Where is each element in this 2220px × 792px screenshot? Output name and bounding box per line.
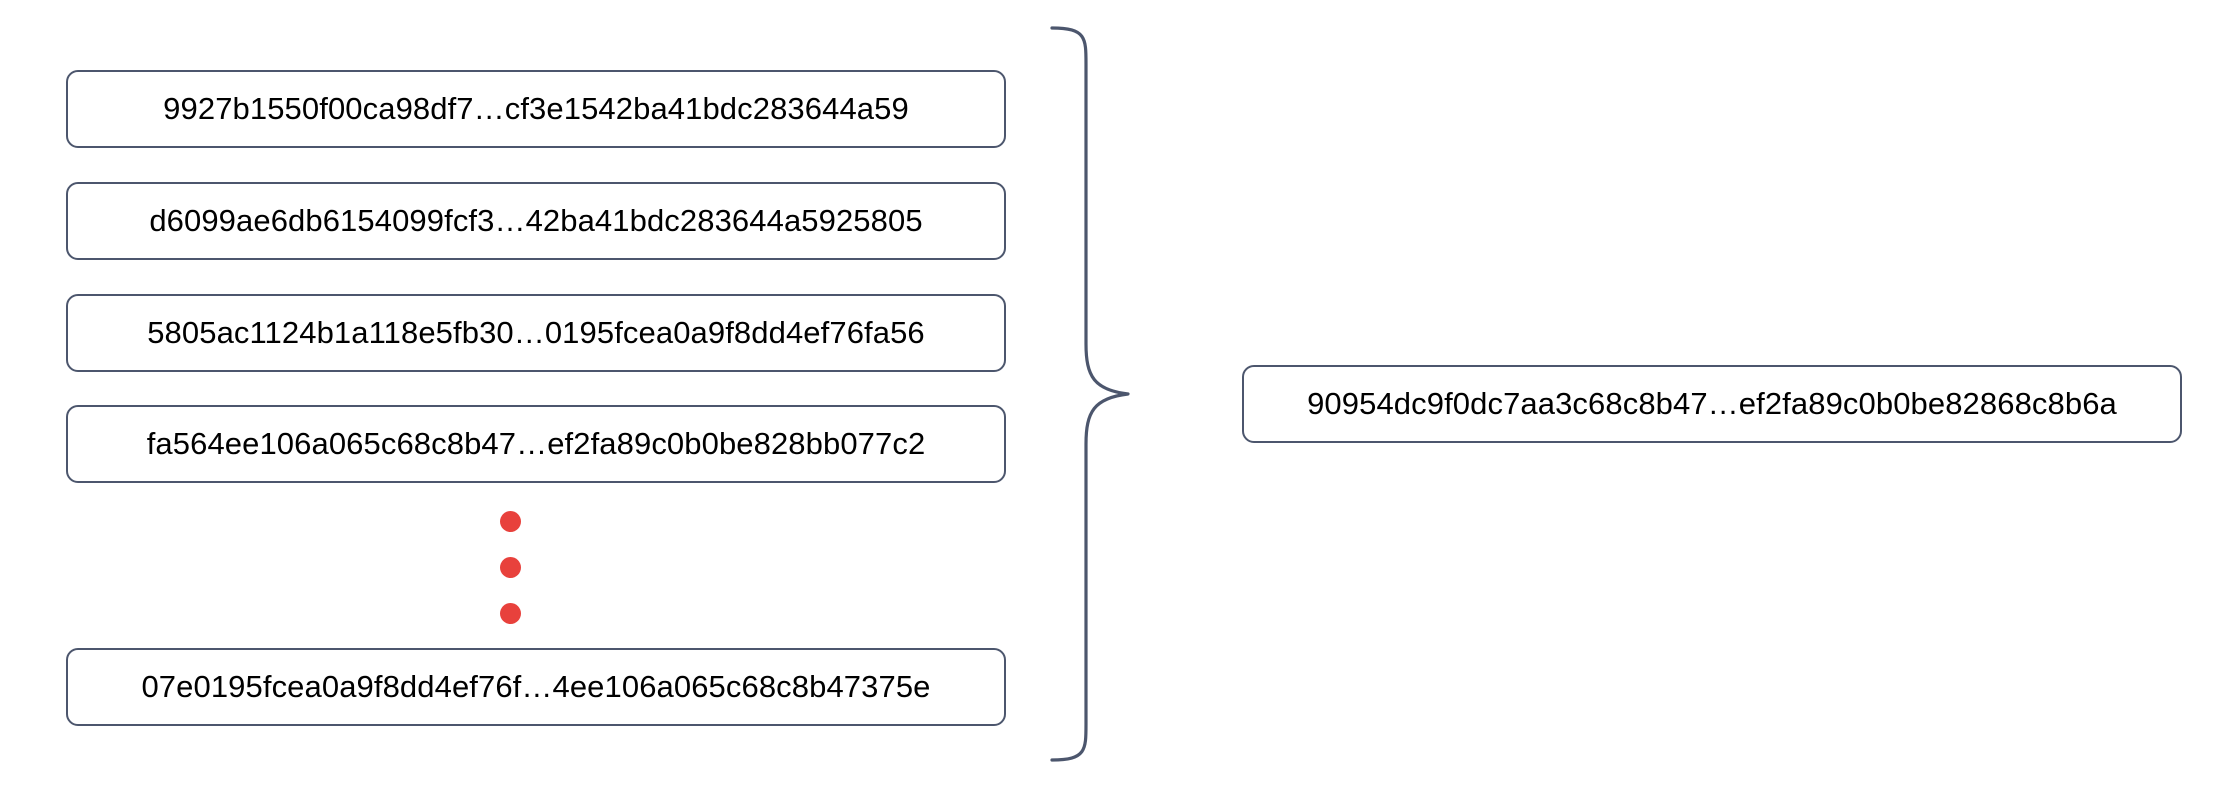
input-hash-text-2: d6099ae6db6154099fcf3…42ba41bdc283644a59… bbox=[149, 203, 923, 238]
input-hash-box-4[interactable]: fa564ee106a065c68c8b47…ef2fa89c0b0be828b… bbox=[66, 405, 1006, 483]
input-hash-text-5: 07e0195fcea0a9f8dd4ef76f…4ee106a065c68c8… bbox=[141, 669, 931, 704]
input-hash-box-2[interactable]: d6099ae6db6154099fcf3…42ba41bdc283644a59… bbox=[66, 182, 1006, 260]
curly-brace-icon bbox=[1040, 24, 1140, 764]
ellipsis-dot-2 bbox=[500, 557, 521, 578]
input-hash-text-1: 9927b1550f00ca98df7…cf3e1542ba41bdc28364… bbox=[163, 91, 909, 126]
curly-brace-svg bbox=[1050, 26, 1130, 762]
curly-brace-path bbox=[1050, 26, 1130, 762]
input-hash-box-3[interactable]: 5805ac1124b1a118e5fb30…0195fcea0a9f8dd4e… bbox=[66, 294, 1006, 372]
output-hash-text: 90954dc9f0dc7aa3c68c8b47…ef2fa89c0b0be82… bbox=[1307, 386, 2117, 421]
input-hash-text-3: 5805ac1124b1a118e5fb30…0195fcea0a9f8dd4e… bbox=[147, 315, 925, 350]
vertical-ellipsis-icon bbox=[500, 500, 540, 640]
input-hash-box-5[interactable]: 07e0195fcea0a9f8dd4ef76f…4ee106a065c68c8… bbox=[66, 648, 1006, 726]
output-hash-box[interactable]: 90954dc9f0dc7aa3c68c8b47…ef2fa89c0b0be82… bbox=[1242, 365, 2182, 443]
input-hash-text-4: fa564ee106a065c68c8b47…ef2fa89c0b0be828b… bbox=[146, 426, 926, 461]
ellipsis-dot-1 bbox=[500, 511, 521, 532]
ellipsis-dot-3 bbox=[500, 603, 521, 624]
input-hash-box-1[interactable]: 9927b1550f00ca98df7…cf3e1542ba41bdc28364… bbox=[66, 70, 1006, 148]
